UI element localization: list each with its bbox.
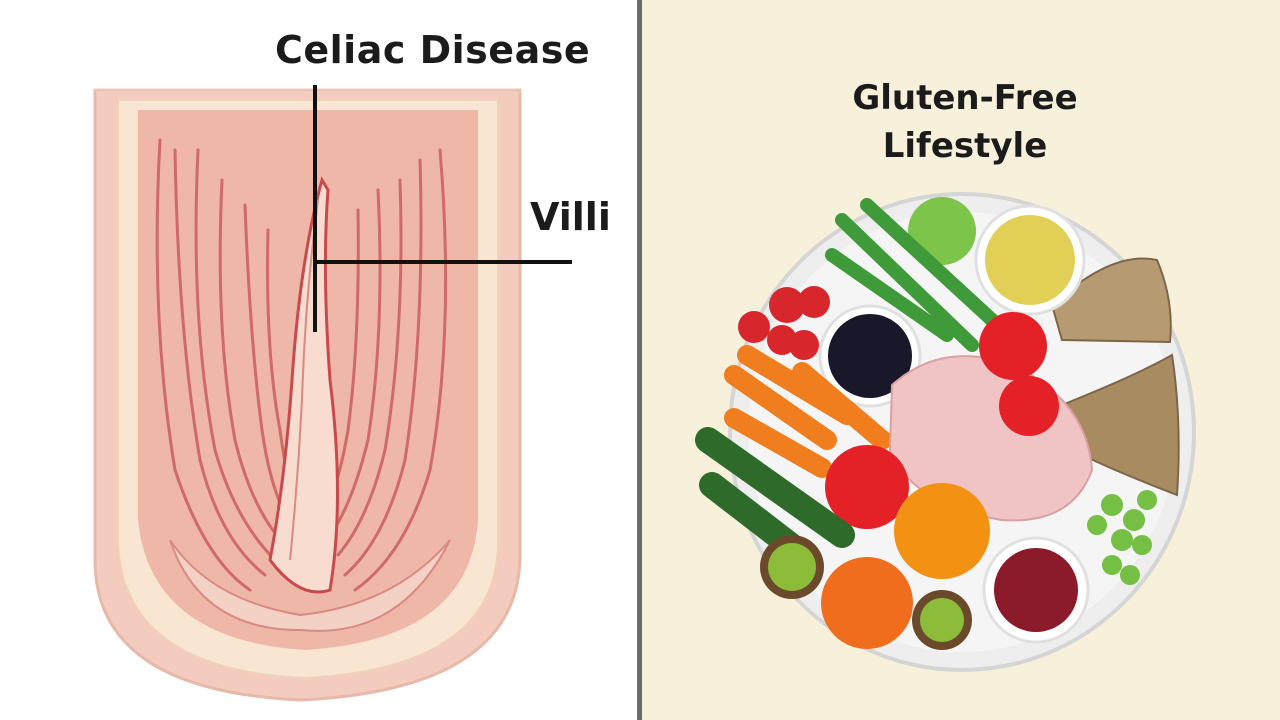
bread-slice bbox=[1060, 353, 1180, 497]
diagram-title: Celiac Disease bbox=[275, 28, 591, 72]
green-onions bbox=[825, 198, 999, 352]
lifestyle-title-line1: Gluten-Free bbox=[852, 78, 1078, 118]
green-apple bbox=[908, 197, 976, 265]
lifestyle-title: Gluten-Free Lifestyle bbox=[800, 74, 1130, 170]
celiac-diagram-panel: Celiac Disease Villi bbox=[0, 0, 637, 720]
tomato bbox=[979, 312, 1047, 380]
tomato bbox=[825, 445, 909, 529]
panel-divider bbox=[637, 0, 642, 720]
berries bbox=[738, 286, 830, 360]
gluten-free-panel: Gluten-Free Lifestyle bbox=[642, 0, 1280, 720]
lifestyle-title-line2: Lifestyle bbox=[882, 126, 1048, 166]
intestine-illustration bbox=[80, 70, 572, 702]
bread-slice bbox=[1050, 257, 1172, 344]
food-plate-illustration bbox=[695, 192, 1196, 672]
carrots bbox=[724, 345, 892, 478]
central-villus bbox=[268, 176, 339, 594]
base-tissue bbox=[169, 539, 451, 632]
villi-label: Villi bbox=[530, 195, 611, 239]
cucumbers bbox=[695, 427, 855, 558]
orange bbox=[821, 557, 913, 649]
edamame bbox=[1087, 490, 1157, 585]
orange bbox=[894, 483, 990, 579]
tomato bbox=[999, 376, 1059, 436]
